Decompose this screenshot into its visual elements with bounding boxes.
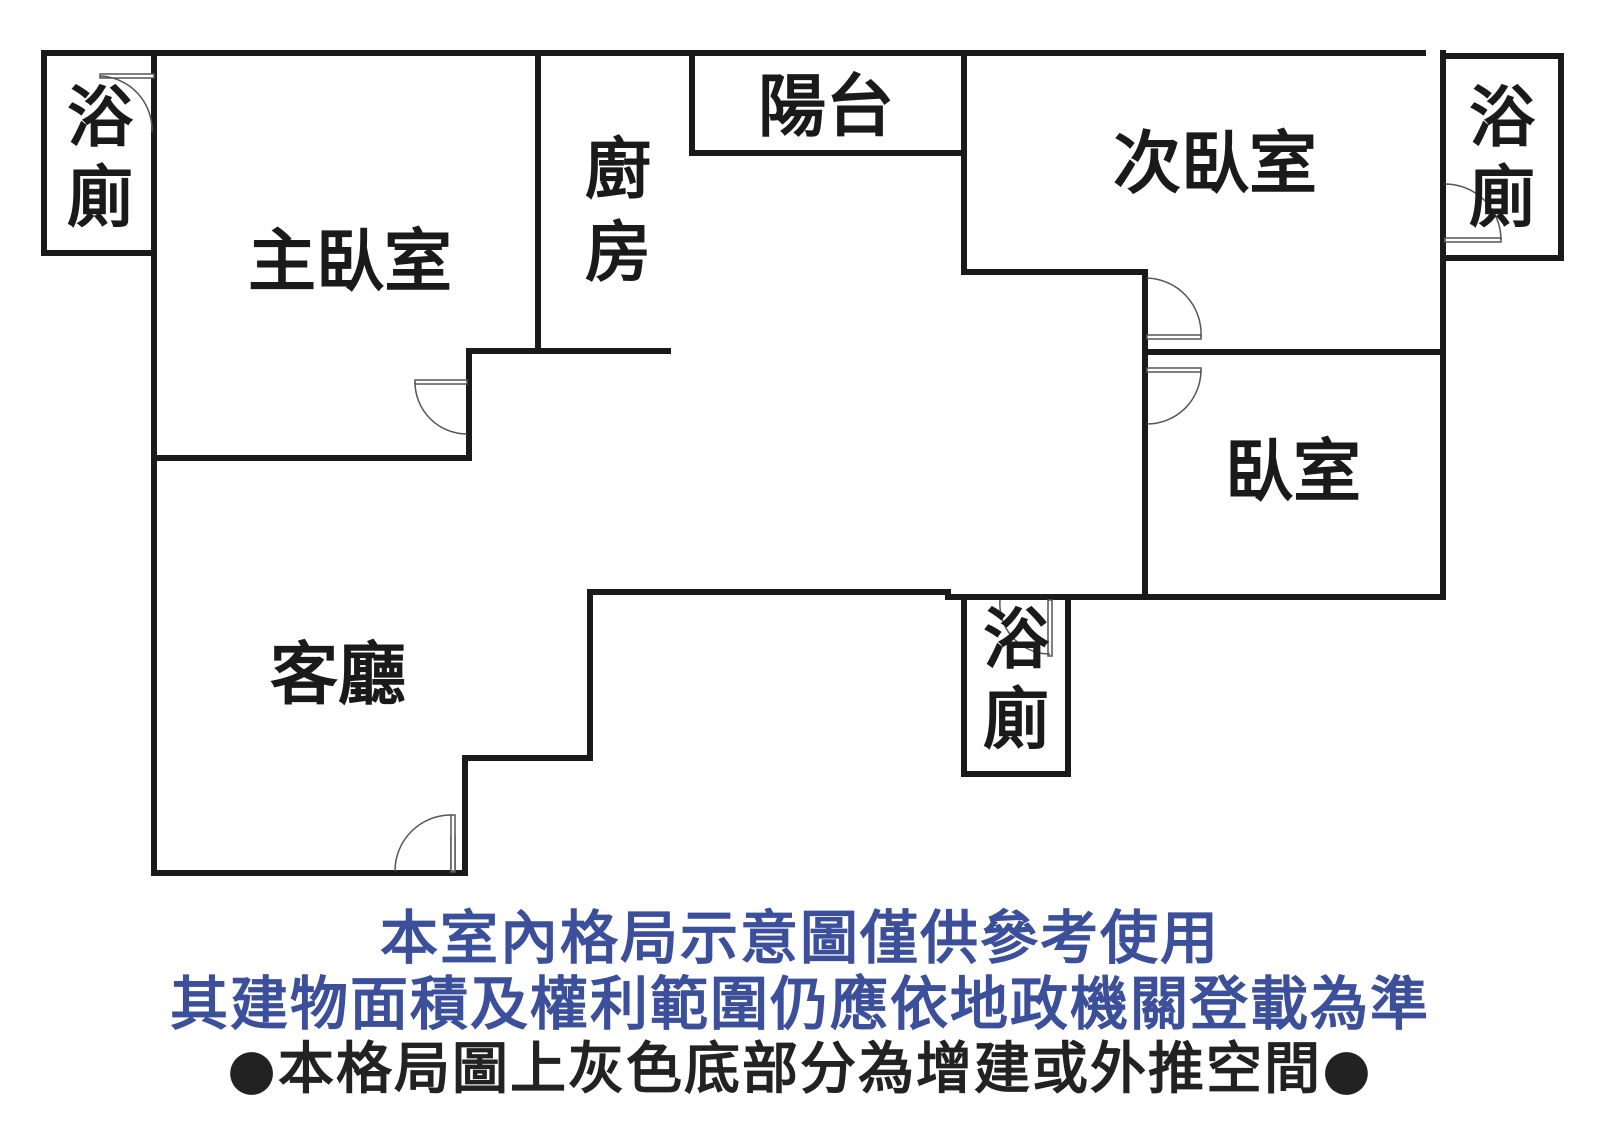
note-line-2: 其建物面積及權利範圍仍應依地政機關登載為準 (169, 970, 1430, 1038)
label-bath-left-2: 廁 (67, 159, 133, 236)
label-bath-middle-1: 浴 (983, 601, 1050, 678)
door-second-bedroom (1146, 277, 1202, 340)
label-bedroom: 臥室 (1225, 433, 1361, 512)
label-bath-right-2: 廁 (1469, 159, 1535, 236)
outer-left-wall (151, 50, 951, 876)
door-entrance (394, 814, 456, 873)
second-bedroom-walls (961, 150, 1148, 595)
label-master-bedroom: 主臥室 (248, 223, 452, 302)
label-kitchen-2: 房 (585, 214, 651, 291)
balcony-walls (689, 50, 967, 156)
door-bath-middle (999, 599, 1053, 657)
door-bath-right (1444, 183, 1502, 243)
label-kitchen-1: 廚 (585, 131, 651, 208)
label-second-bedroom: 次臥室 (1113, 125, 1317, 204)
master-bedroom-walls (151, 50, 541, 461)
door-bath-left (99, 73, 155, 133)
label-living-room: 客廳 (270, 636, 406, 715)
label-bath-right-1: 浴 (1469, 79, 1536, 156)
door-bedroom (1146, 367, 1202, 425)
label-bath-left-1: 浴 (67, 79, 134, 156)
bath-right-walls (1440, 53, 1564, 261)
note-line-3: ●本格局圖上灰色底部分為增建或外推空間● (227, 1037, 1373, 1102)
door-master-bedroom (414, 379, 468, 435)
label-balcony: 陽台 (758, 68, 894, 147)
disclaimer-notes: 本室內格局示意圖僅供參考使用 其建物面積及權利範圍仍應依地政機關登載為準 ●本格… (0, 905, 1600, 1103)
label-bath-middle-2: 廁 (983, 681, 1049, 758)
bath-middle-walls (961, 594, 1071, 777)
note-line-1: 本室內格局示意圖僅供參考使用 (379, 904, 1220, 972)
floor-plan: 浴 廁 主臥室 廚 房 陽台 次臥室 浴 廁 臥室 浴 廁 客廳 (41, 50, 1564, 876)
